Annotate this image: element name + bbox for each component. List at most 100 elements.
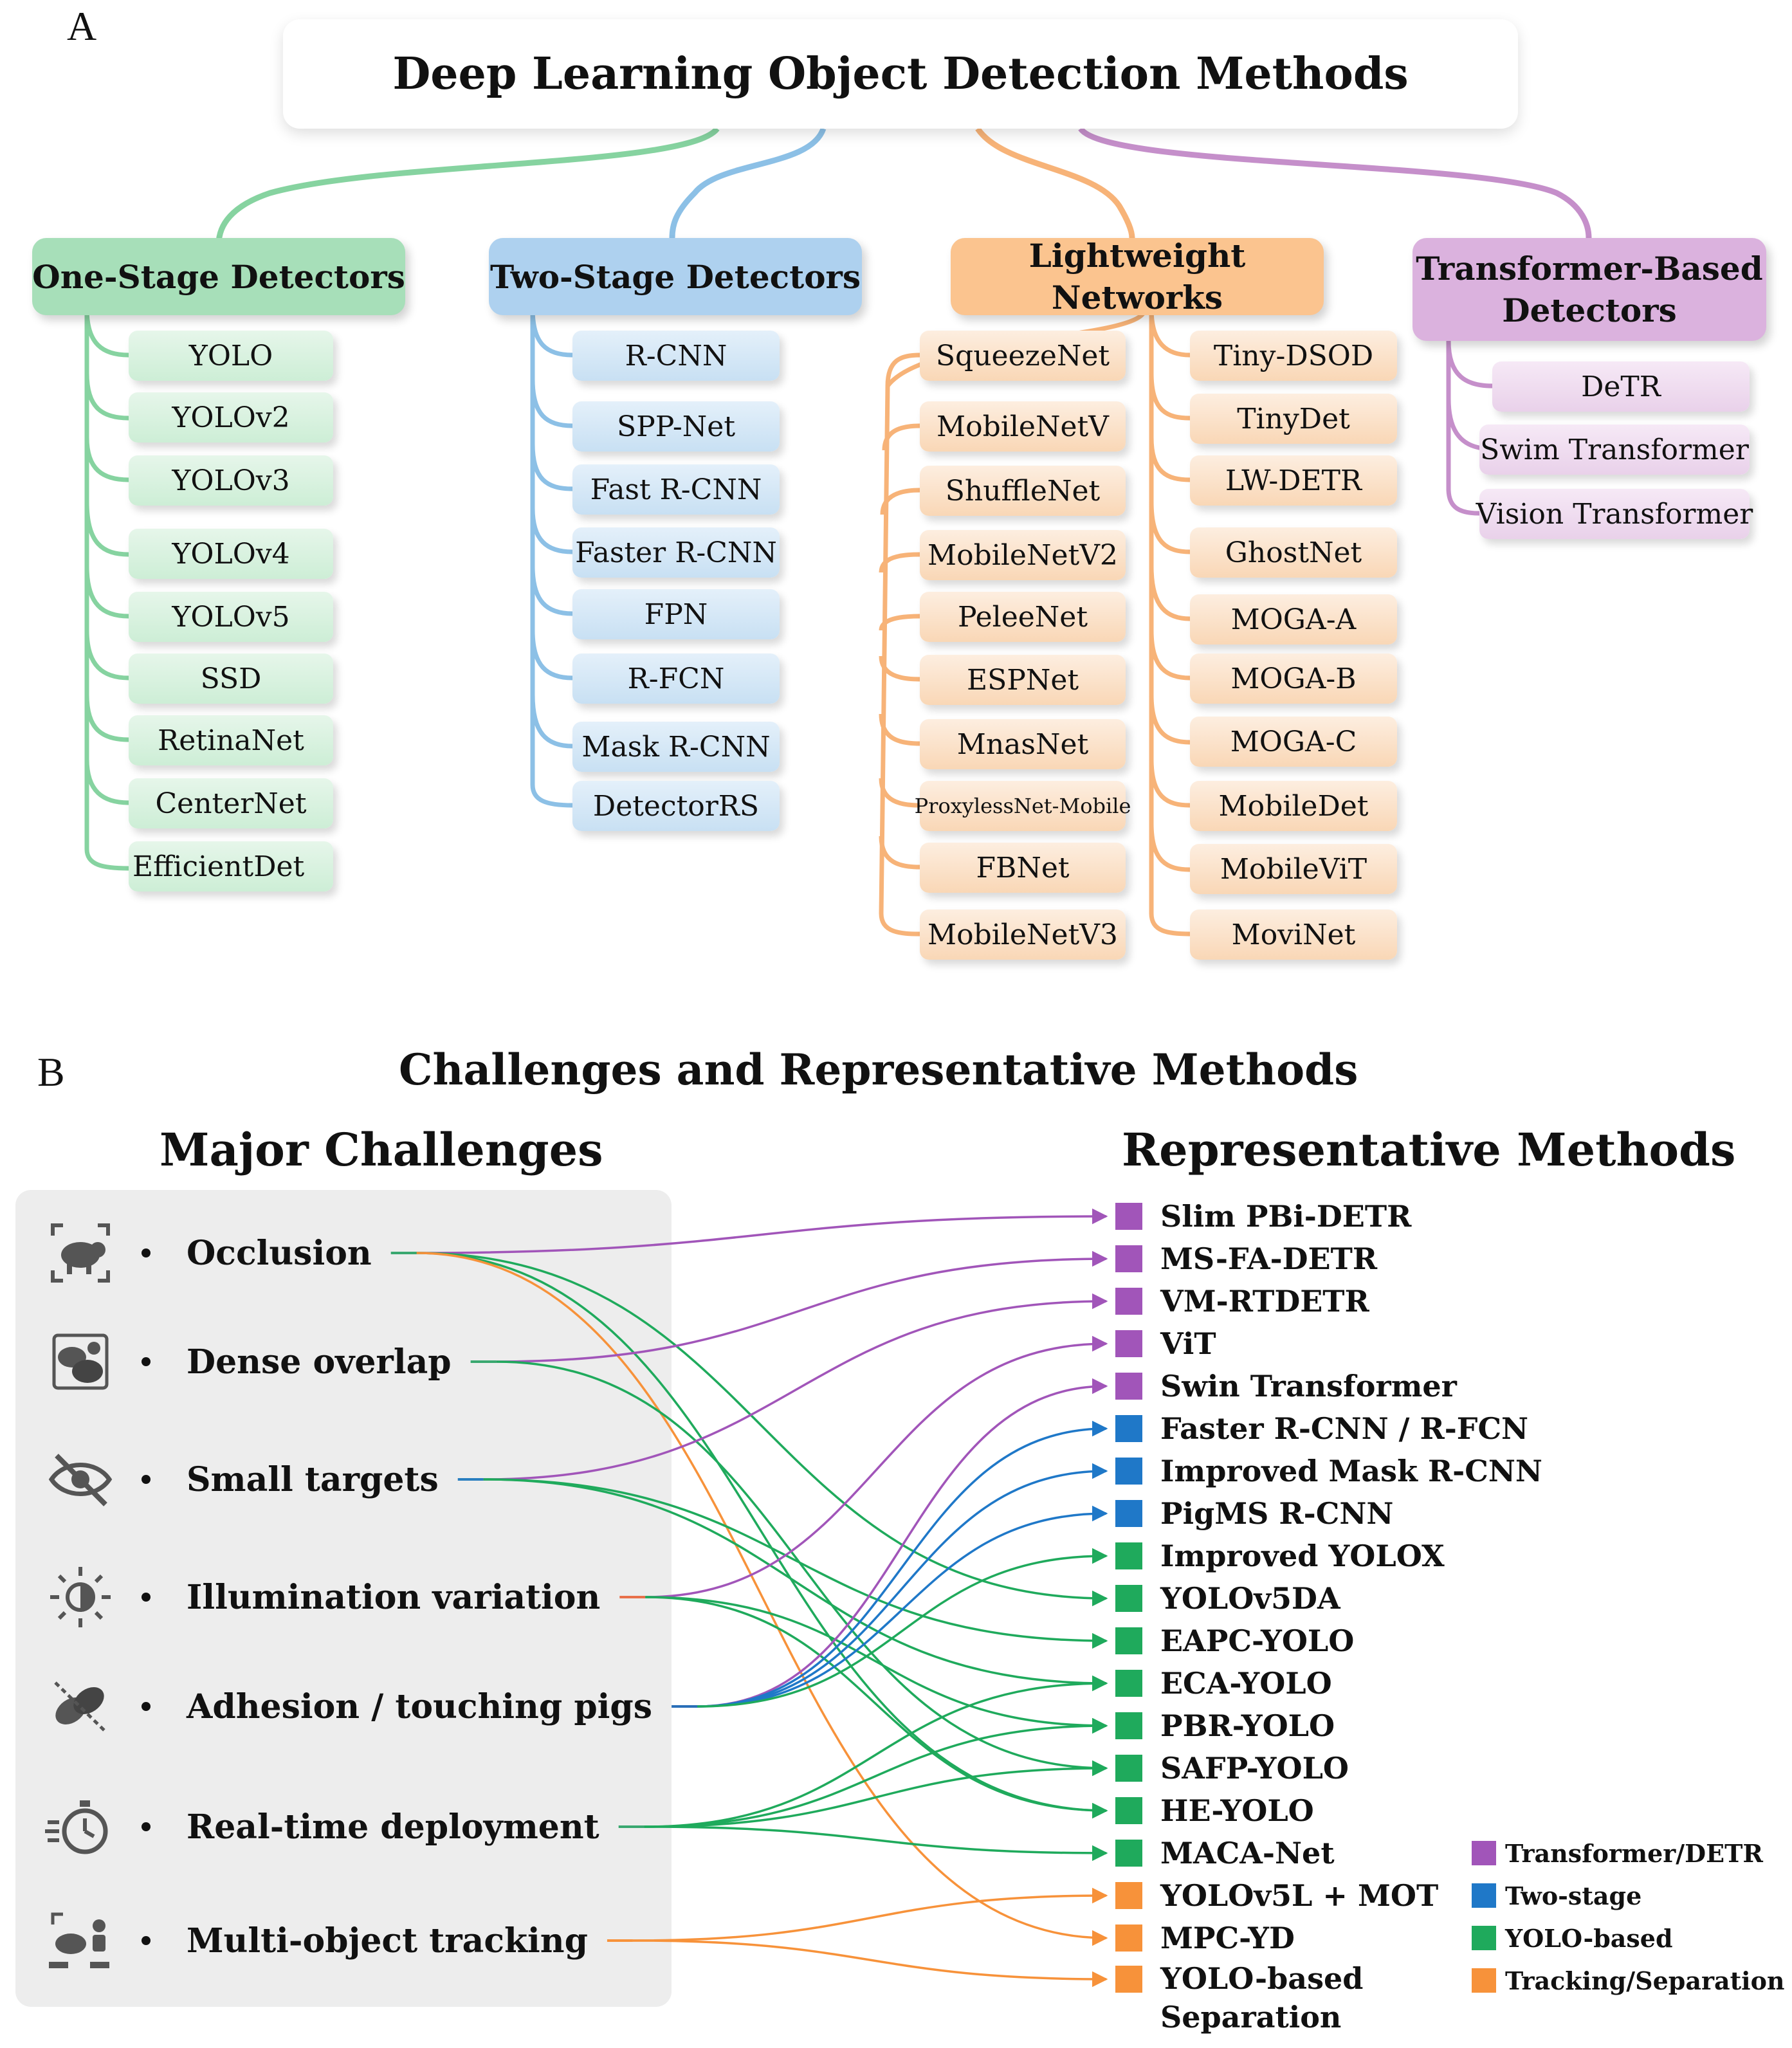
challenge-method-link: [644, 1825, 1108, 1861]
method-label: YOLO-based Separation: [1160, 1959, 1363, 2036]
method-item: EfficientDet: [129, 841, 333, 891]
method-row: HE-YOLO: [1115, 1789, 1542, 1832]
method-label: VM-RTDETR: [1160, 1284, 1369, 1319]
method-item: PeleeNet: [920, 592, 1126, 642]
method-item: Vision Transformer: [1476, 489, 1753, 539]
method-item: Faster R-CNN: [572, 527, 780, 578]
challenge-method-link: [483, 1293, 1108, 1481]
method-item: R-CNN: [572, 331, 780, 381]
main-diagram-title: Deep Learning Object Detection Methods: [283, 19, 1518, 129]
method-item: MobileNetV2: [920, 530, 1126, 580]
method-label: EAPC-YOLO: [1160, 1623, 1355, 1658]
panel-a-letter: A: [67, 3, 97, 49]
challenge-row-dense-overlap: Dense overlap: [45, 1326, 452, 1397]
challenge-row-small-targets: Small targets: [45, 1444, 439, 1515]
method-color-square: [1115, 1585, 1142, 1612]
method-label: HE-YOLO: [1160, 1793, 1314, 1828]
legend: Transformer/DETR Two-stage YOLO-based Tr…: [1472, 1832, 1785, 2002]
method-item: YOLOv5: [129, 592, 333, 642]
challenge-method-link: [496, 1360, 1108, 1777]
challenge-label: Small targets: [187, 1459, 439, 1499]
method-row: VM-RTDETR: [1115, 1280, 1542, 1322]
panel-b-letter: B: [37, 1049, 65, 1095]
challenge-method-link: [416, 1252, 1108, 1819]
legend-swatch: [1472, 1926, 1496, 1950]
method-item: Tiny-DSOD: [1190, 331, 1397, 381]
challenge-method-link: [632, 1939, 1108, 1988]
method-label: Slim PBi-DETR: [1160, 1199, 1412, 1234]
method-color-square: [1115, 1712, 1142, 1739]
legend-item: Transformer/DETR: [1472, 1832, 1785, 1874]
method-item: YOLO: [129, 331, 333, 381]
method-item: FPN: [572, 589, 780, 639]
method-row: MPC-YD: [1115, 1917, 1542, 1959]
method-row: YOLOv5DA: [1115, 1577, 1542, 1620]
method-color-square: [1115, 1966, 1142, 1993]
method-color-square: [1115, 1882, 1142, 1909]
method-color-square: [1115, 1755, 1142, 1782]
method-row: PigMS R-CNN: [1115, 1492, 1542, 1535]
panel-b-title: Challenges and Representative Methods: [399, 1045, 1358, 1095]
method-label: PigMS R-CNN: [1160, 1496, 1394, 1531]
challenges-panel: [15, 1190, 672, 2007]
method-row: MACA-Net: [1115, 1832, 1542, 1874]
method-row: ECA-YOLO: [1115, 1662, 1542, 1705]
method-item: MobileNetV3: [920, 910, 1126, 960]
method-label: Improved YOLOX: [1160, 1539, 1445, 1573]
challenge-method-link: [645, 1596, 1108, 1734]
method-color-square: [1115, 1458, 1142, 1485]
challenge-row-multi-object-tracking: Multi-object tracking: [45, 1905, 588, 1976]
legend-item: Two-stage: [1472, 1874, 1785, 1917]
method-item: MOGA-C: [1190, 717, 1397, 767]
method-item: ProxylessNet-Mobile: [915, 781, 1131, 831]
method-row: ViT: [1115, 1322, 1542, 1365]
method-color-square: [1115, 1245, 1142, 1272]
challenge-row-illumination-variation: Illumination variation: [45, 1562, 600, 1632]
tracking-pigs-icon: [45, 1905, 116, 1976]
method-item: FBNet: [920, 843, 1126, 893]
method-color-square: [1115, 1373, 1142, 1400]
method-label: Improved Mask R-CNN: [1160, 1454, 1542, 1488]
dense-pigs-icon: [45, 1326, 116, 1397]
method-row: Improved Mask R-CNN: [1115, 1450, 1542, 1492]
challenge-method-link: [483, 1478, 1108, 1649]
method-label: YOLOv5L + MOT: [1160, 1878, 1439, 1913]
legend-item: YOLO-based: [1472, 1917, 1785, 1959]
method-label: MPC-YD: [1160, 1921, 1295, 1955]
challenge-label: Illumination variation: [187, 1577, 601, 1617]
legend-swatch: [1472, 1883, 1496, 1908]
challenge-method-link: [632, 1887, 1108, 1942]
legend-label: Transformer/DETR: [1505, 1838, 1763, 1868]
challenge-method-link: [496, 1250, 1108, 1363]
method-item: LW-DETR: [1190, 455, 1397, 506]
method-item: ShuffleNet: [920, 466, 1126, 516]
challenge-method-link: [645, 1596, 1108, 1819]
method-label: ECA-YOLO: [1160, 1666, 1332, 1701]
stopwatch-icon: [45, 1791, 116, 1862]
method-item: CenterNet: [129, 778, 333, 828]
method-item: SSD: [129, 654, 333, 704]
method-row: Faster R-CNN / R-FCN: [1115, 1407, 1542, 1450]
challenge-label: Real-time deployment: [187, 1807, 599, 1847]
challenge-method-link: [416, 1252, 1108, 1607]
challenge-method-link: [697, 1378, 1108, 1708]
method-item: R-FCN: [572, 654, 780, 704]
method-item: MobileNetV: [920, 401, 1126, 452]
legend-label: Two-stage: [1505, 1881, 1642, 1910]
method-color-square: [1115, 1415, 1142, 1442]
category-title-line1: Transformer-Based: [1416, 250, 1763, 288]
method-color-square: [1115, 1288, 1142, 1315]
challenge-label: Adhesion / touching pigs: [187, 1687, 653, 1726]
category-one-stage-detectors: One-Stage Detectors: [32, 238, 405, 315]
method-row: YOLO-based Separation: [1115, 1959, 1542, 2034]
method-label: MS-FA-DETR: [1160, 1241, 1378, 1276]
method-color-square: [1115, 1330, 1142, 1357]
representative-methods-heading: Representative Methods: [1122, 1123, 1736, 1176]
method-row: EAPC-YOLO: [1115, 1620, 1542, 1662]
method-label-line1: YOLO-based: [1160, 1961, 1364, 1996]
method-item: YOLOv4: [129, 529, 333, 579]
method-label: SAFP-YOLO: [1160, 1751, 1349, 1786]
brightness-icon: [45, 1562, 116, 1632]
method-row: SAFP-YOLO: [1115, 1747, 1542, 1789]
category-title-line2: Detectors: [1502, 291, 1677, 329]
